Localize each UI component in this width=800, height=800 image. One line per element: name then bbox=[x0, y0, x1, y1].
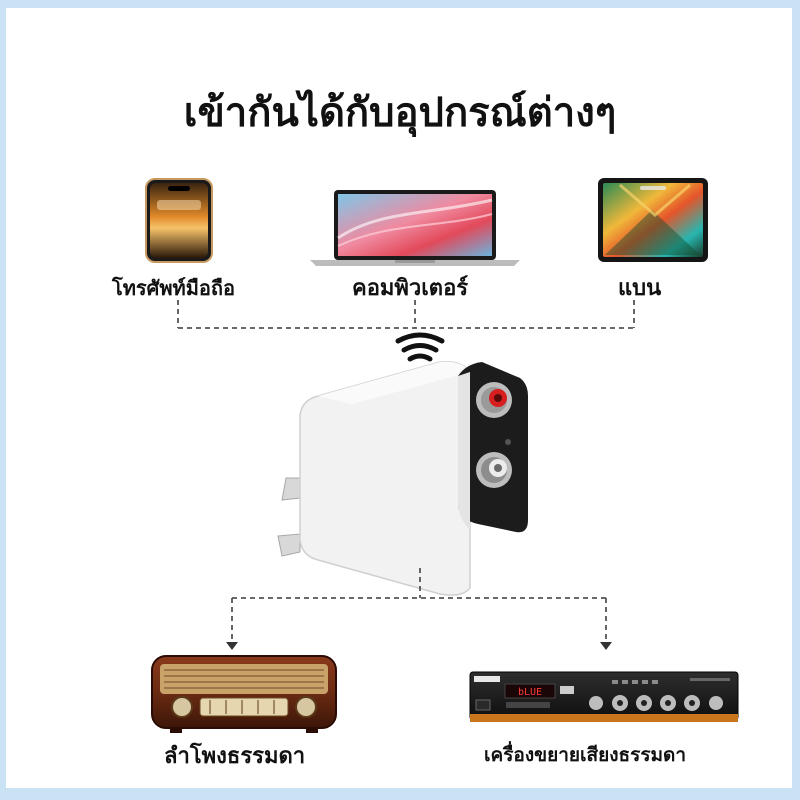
tablet-image bbox=[598, 178, 708, 262]
device-label-phone: โทรศัพท์มือถือ bbox=[112, 276, 236, 300]
wireless-signal-icon bbox=[395, 332, 445, 362]
laptop-image bbox=[310, 190, 520, 266]
device-label-tablet: แบน bbox=[618, 276, 662, 301]
bluetooth-adapter-image bbox=[277, 360, 528, 596]
output-label-speaker: ลำโพงธรรมดา bbox=[164, 744, 306, 769]
output-label-amplifier: เครื่องขยายเสียงธรรมดา bbox=[484, 744, 687, 766]
vintage-radio-speaker-image bbox=[151, 655, 337, 733]
output-connector-lines bbox=[231, 568, 607, 640]
input-connector-lines bbox=[177, 300, 635, 329]
device-label-computer: คอมพิวเตอร์ bbox=[352, 276, 469, 301]
amplifier-image: bLUE bbox=[469, 671, 739, 722]
phone-image bbox=[145, 178, 213, 263]
arrow-down-icon bbox=[226, 642, 612, 650]
page-title: เข้ากันได้กับอุปกรณ์ต่างๆ bbox=[183, 90, 617, 136]
amp-display-readout: bLUE bbox=[518, 687, 542, 698]
